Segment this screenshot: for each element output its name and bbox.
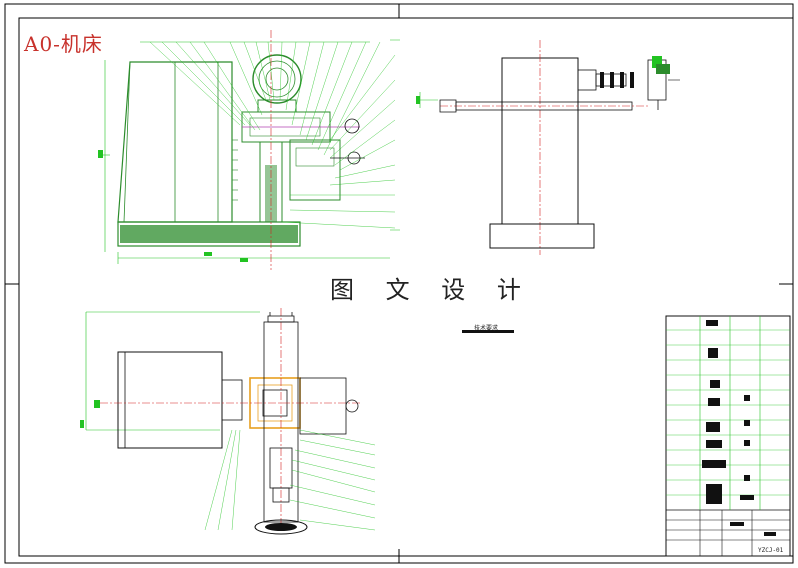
front-view: [98, 30, 400, 270]
title-block: [665, 315, 791, 557]
watermark-text: 图 文 设 计: [330, 276, 533, 304]
side-view: [416, 40, 680, 255]
inner-border: [18, 17, 794, 557]
drawing-number: YZCJ-01: [758, 547, 784, 554]
technical-requirements-label: 技术要求: [474, 325, 499, 332]
requirement-underline: [462, 330, 514, 333]
corner-title: A0-机床: [24, 32, 103, 56]
top-view: [80, 308, 376, 535]
